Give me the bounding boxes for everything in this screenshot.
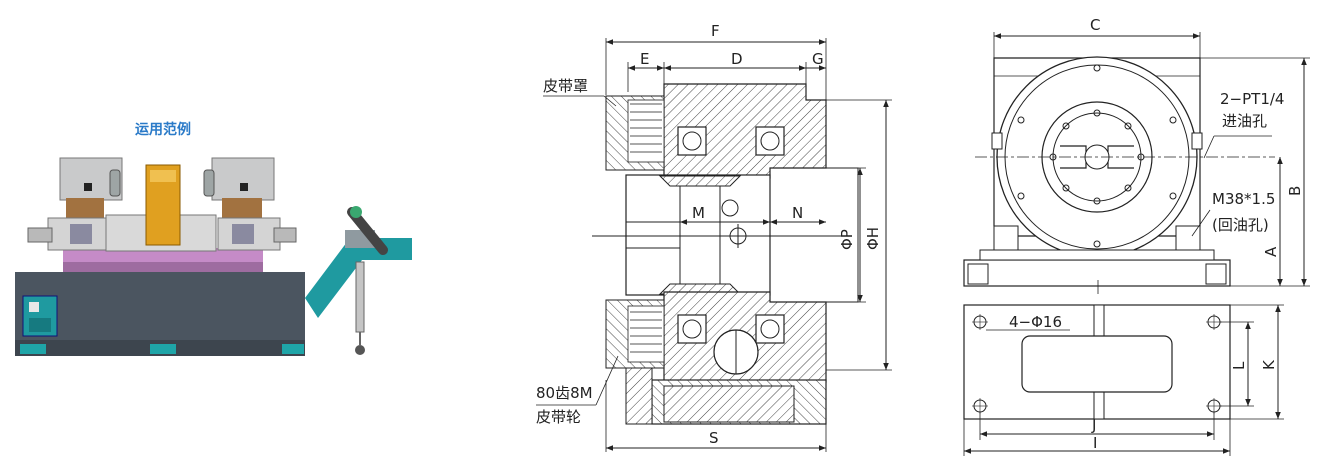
callout-oil-out-line1: M38*1.5 (1212, 190, 1275, 208)
label-holes: 4−Φ16 (1009, 313, 1062, 331)
callout-oil-in-line2: 进油孔 (1222, 112, 1267, 130)
base-view: 4−Φ16 L K J I (963, 304, 1284, 456)
right-rotary-unit (211, 157, 275, 201)
usage-title: 运用范例 (135, 121, 191, 138)
dim-N: N (792, 204, 803, 222)
dim-A: A (1262, 246, 1280, 257)
dim-M: M (692, 204, 705, 222)
callout-oil-out-line2: (回油孔) (1212, 216, 1269, 234)
dim-B: B (1286, 186, 1304, 196)
callout-pulley-line1: 80齿8M (536, 384, 593, 402)
dim-S: S (709, 429, 719, 447)
dim-phi-P: ΦP (838, 229, 856, 250)
application-example: 运用范例 (15, 121, 412, 356)
chip-conveyor (305, 238, 412, 318)
dim-E: E (640, 50, 649, 68)
dim-F: F (711, 22, 720, 40)
callout-belt-cover: 皮带罩 (543, 77, 588, 95)
front-view: C (963, 16, 1310, 294)
dim-phi-H: ΦH (864, 227, 882, 250)
dim-D: D (731, 50, 743, 68)
dim-K: K (1260, 359, 1278, 370)
dim-G: G (812, 50, 824, 68)
spindle (625, 174, 771, 296)
dim-J: J (1091, 416, 1096, 434)
base-front (963, 259, 1231, 287)
callout-pulley-line2: 皮带轮 (536, 408, 581, 426)
dim-L: L (1230, 361, 1248, 370)
dim-I: I (1093, 434, 1097, 452)
dim-C: C (1090, 16, 1100, 34)
base-slot (1021, 335, 1173, 393)
callout-oil-in-line1: 2−PT1/4 (1220, 90, 1284, 108)
section-view: F E D G (536, 22, 892, 452)
